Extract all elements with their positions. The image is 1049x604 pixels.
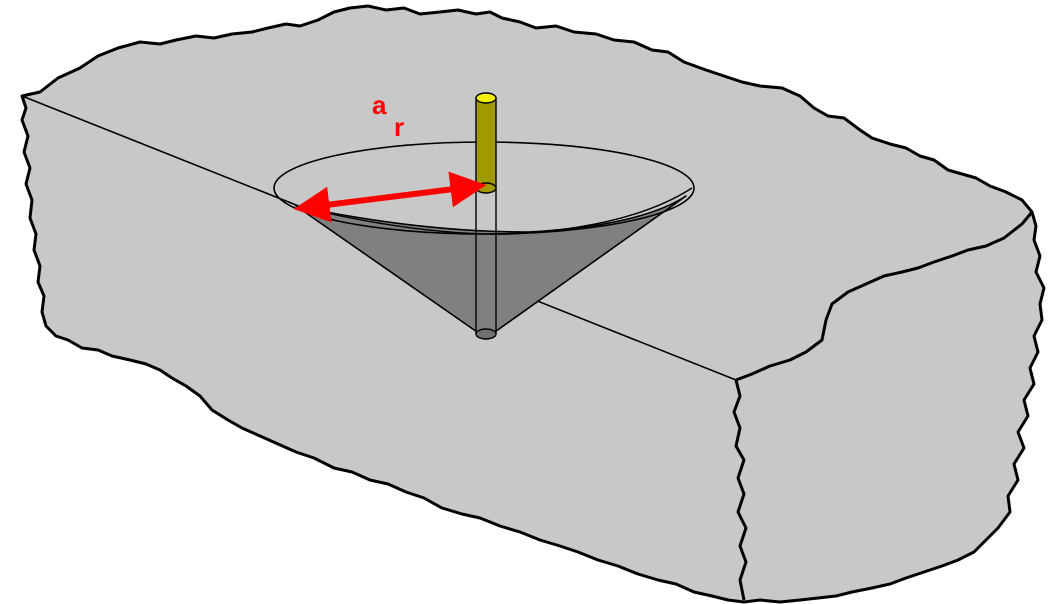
radius-label: a r — [372, 90, 404, 142]
well-bottom — [475, 328, 497, 340]
well-base-cap — [475, 182, 497, 194]
radius-label-sub: r — [394, 112, 404, 142]
block-right-ridge — [735, 211, 1034, 382]
radius-arrow — [293, 171, 487, 223]
well-top-cap — [475, 92, 497, 104]
radius-label-main: a — [372, 90, 387, 120]
block-front-edge — [732, 379, 748, 601]
well-casing — [475, 97, 497, 189]
